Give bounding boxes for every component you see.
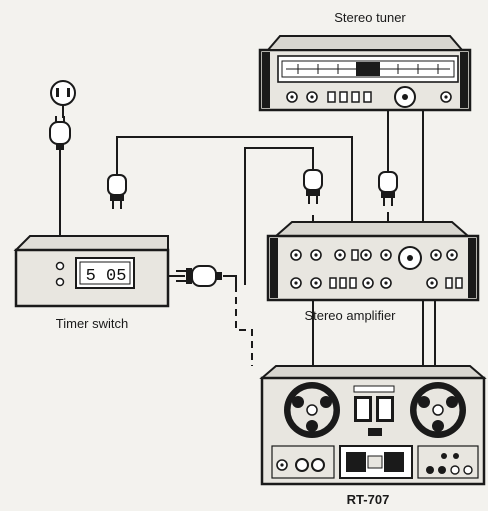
plug-icon [303,169,323,205]
stereo-tuner [258,35,472,112]
stereo-amplifier-label: Stereo amplifier [304,308,396,323]
wiring [59,104,436,366]
plug-icon [107,174,127,210]
timer-display: 5 05 [86,267,127,286]
plug-icon [378,171,398,207]
tape-reel-icon [284,382,340,438]
vu-meter-icon [354,396,394,422]
plug-icon [176,265,222,287]
stereo-tuner-label: Stereo tuner [334,10,406,25]
plug-icon [49,116,71,150]
wall-outlet-icon [50,80,76,106]
tape-reel-icon [410,382,466,438]
tape-deck [259,365,487,486]
tape-deck-label: RT-707 [347,492,390,507]
timer-switch [13,235,170,308]
timer-switch-label: Timer switch [56,316,128,331]
stereo-amplifier [266,221,480,302]
